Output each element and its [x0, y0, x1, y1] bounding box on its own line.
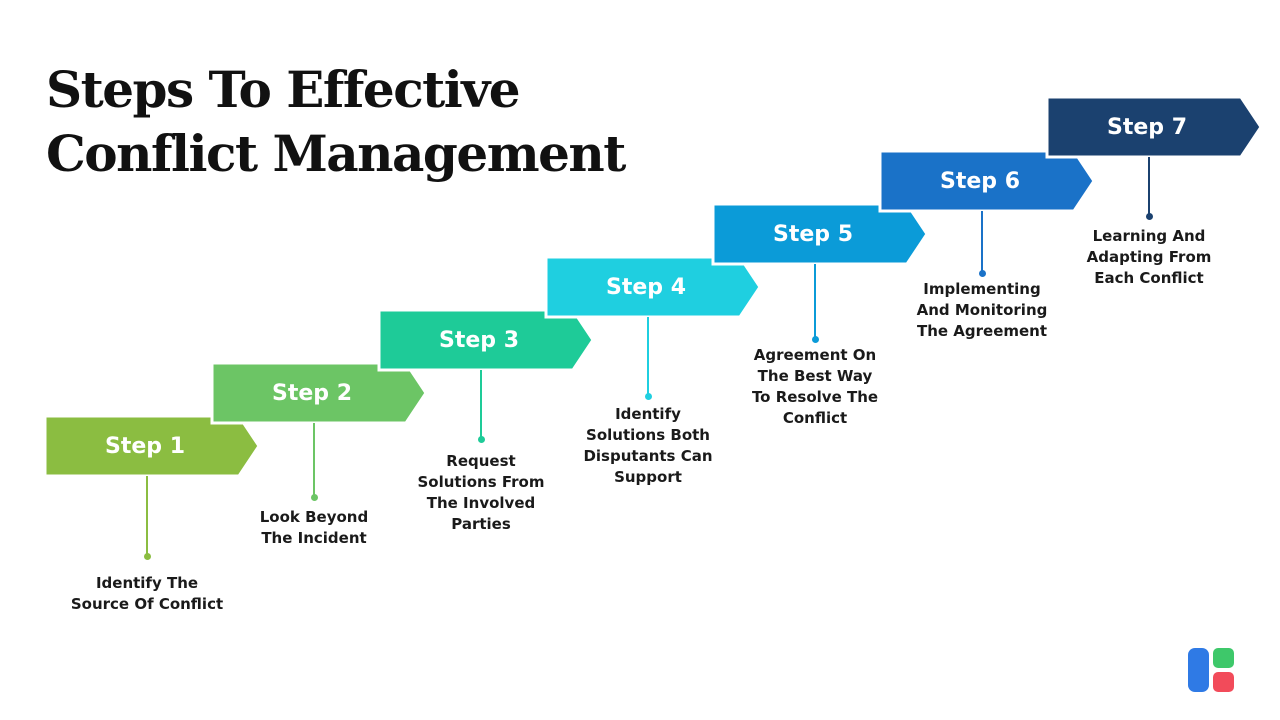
- step-4-arrow-shape: [544, 255, 762, 319]
- step-5-arrow: Step 5: [711, 202, 931, 266]
- step-5-connector-dot: [811, 335, 819, 343]
- step-6-description-line: And Monitoring: [916, 301, 1048, 319]
- step-6-arrow-shape: [878, 149, 1096, 213]
- brand-logo-icon: [1188, 648, 1234, 692]
- step-4-description-line: Support: [614, 468, 682, 486]
- step-1-arrow: Step 1: [43, 414, 263, 478]
- step-1-description-line: Source Of Conflict: [70, 595, 224, 613]
- step-3-connector: [480, 370, 482, 439]
- step-5-description-line: Conflict: [782, 409, 848, 427]
- step-2-connector: [313, 423, 315, 497]
- step-4-connector: [647, 317, 649, 396]
- step-7-arrow: Step 7: [1045, 95, 1265, 159]
- step-3-description-line: Parties: [451, 515, 511, 533]
- step-3-arrow: Step 3: [377, 308, 597, 372]
- step-6-description-line: The Agreement: [916, 322, 1048, 340]
- step-7-description-line: Adapting From: [1086, 248, 1212, 266]
- step-1-label: Step 1: [105, 433, 185, 459]
- step-7-description-line: Learning And: [1092, 227, 1206, 245]
- step-7-arrow-shape: [1045, 95, 1263, 159]
- step-7-connector-dot: [1145, 212, 1153, 220]
- step-4-description-line: Disputants Can: [583, 447, 713, 465]
- step-2-label: Step 2: [272, 380, 352, 406]
- step-2-connector-dot: [310, 493, 318, 501]
- step-6-description-line: Implementing: [923, 280, 1041, 298]
- step-3-description-line: Request: [446, 452, 516, 470]
- step-7-label: Step 7: [1107, 114, 1187, 140]
- step-4-arrow: Step 4: [544, 255, 764, 319]
- title-line-2: Conflict Management: [46, 124, 626, 183]
- step-5-description-line: Agreement On: [753, 346, 877, 364]
- step-7-description-line: Each Conflict: [1094, 269, 1204, 287]
- step-5-description-line: To Resolve The: [751, 388, 879, 406]
- step-2-description-line: The Incident: [261, 529, 367, 547]
- step-7-connector: [1148, 157, 1150, 216]
- step-5-connector: [814, 264, 816, 339]
- step-4-label: Step 4: [606, 274, 686, 300]
- step-3-arrow-shape: [377, 308, 595, 372]
- title-line-1: Steps To Effective: [46, 60, 521, 119]
- step-1-connector-dot: [143, 552, 151, 560]
- step-1-arrow-shape: [43, 414, 261, 478]
- step-2-description-line: Look Beyond: [259, 508, 369, 526]
- step-5-description-line: The Best Way: [757, 367, 873, 385]
- step-6-arrow: Step 6: [878, 149, 1098, 213]
- step-3-label: Step 3: [439, 327, 519, 353]
- step-3-connector-dot: [477, 435, 485, 443]
- step-4-description-line: Solutions Both: [586, 426, 710, 444]
- step-4-connector-dot: [644, 392, 652, 400]
- step-6-connector-dot: [978, 269, 986, 277]
- step-5-label: Step 5: [773, 221, 853, 247]
- step-3-description-line: The Involved: [426, 494, 536, 512]
- step-6-label: Step 6: [940, 168, 1020, 194]
- step-5-arrow-shape: [711, 202, 929, 266]
- step-6-connector: [981, 211, 983, 273]
- step-2-arrow: Step 2: [210, 361, 430, 425]
- step-2-arrow-shape: [210, 361, 428, 425]
- step-3-description-line: Solutions From: [417, 473, 545, 491]
- step-1-description-line: Identify The: [95, 574, 199, 592]
- step-1-connector: [146, 476, 148, 556]
- page-title: Steps To Effective Conflict Management: [46, 58, 626, 186]
- step-4-description-line: Identify: [615, 405, 681, 423]
